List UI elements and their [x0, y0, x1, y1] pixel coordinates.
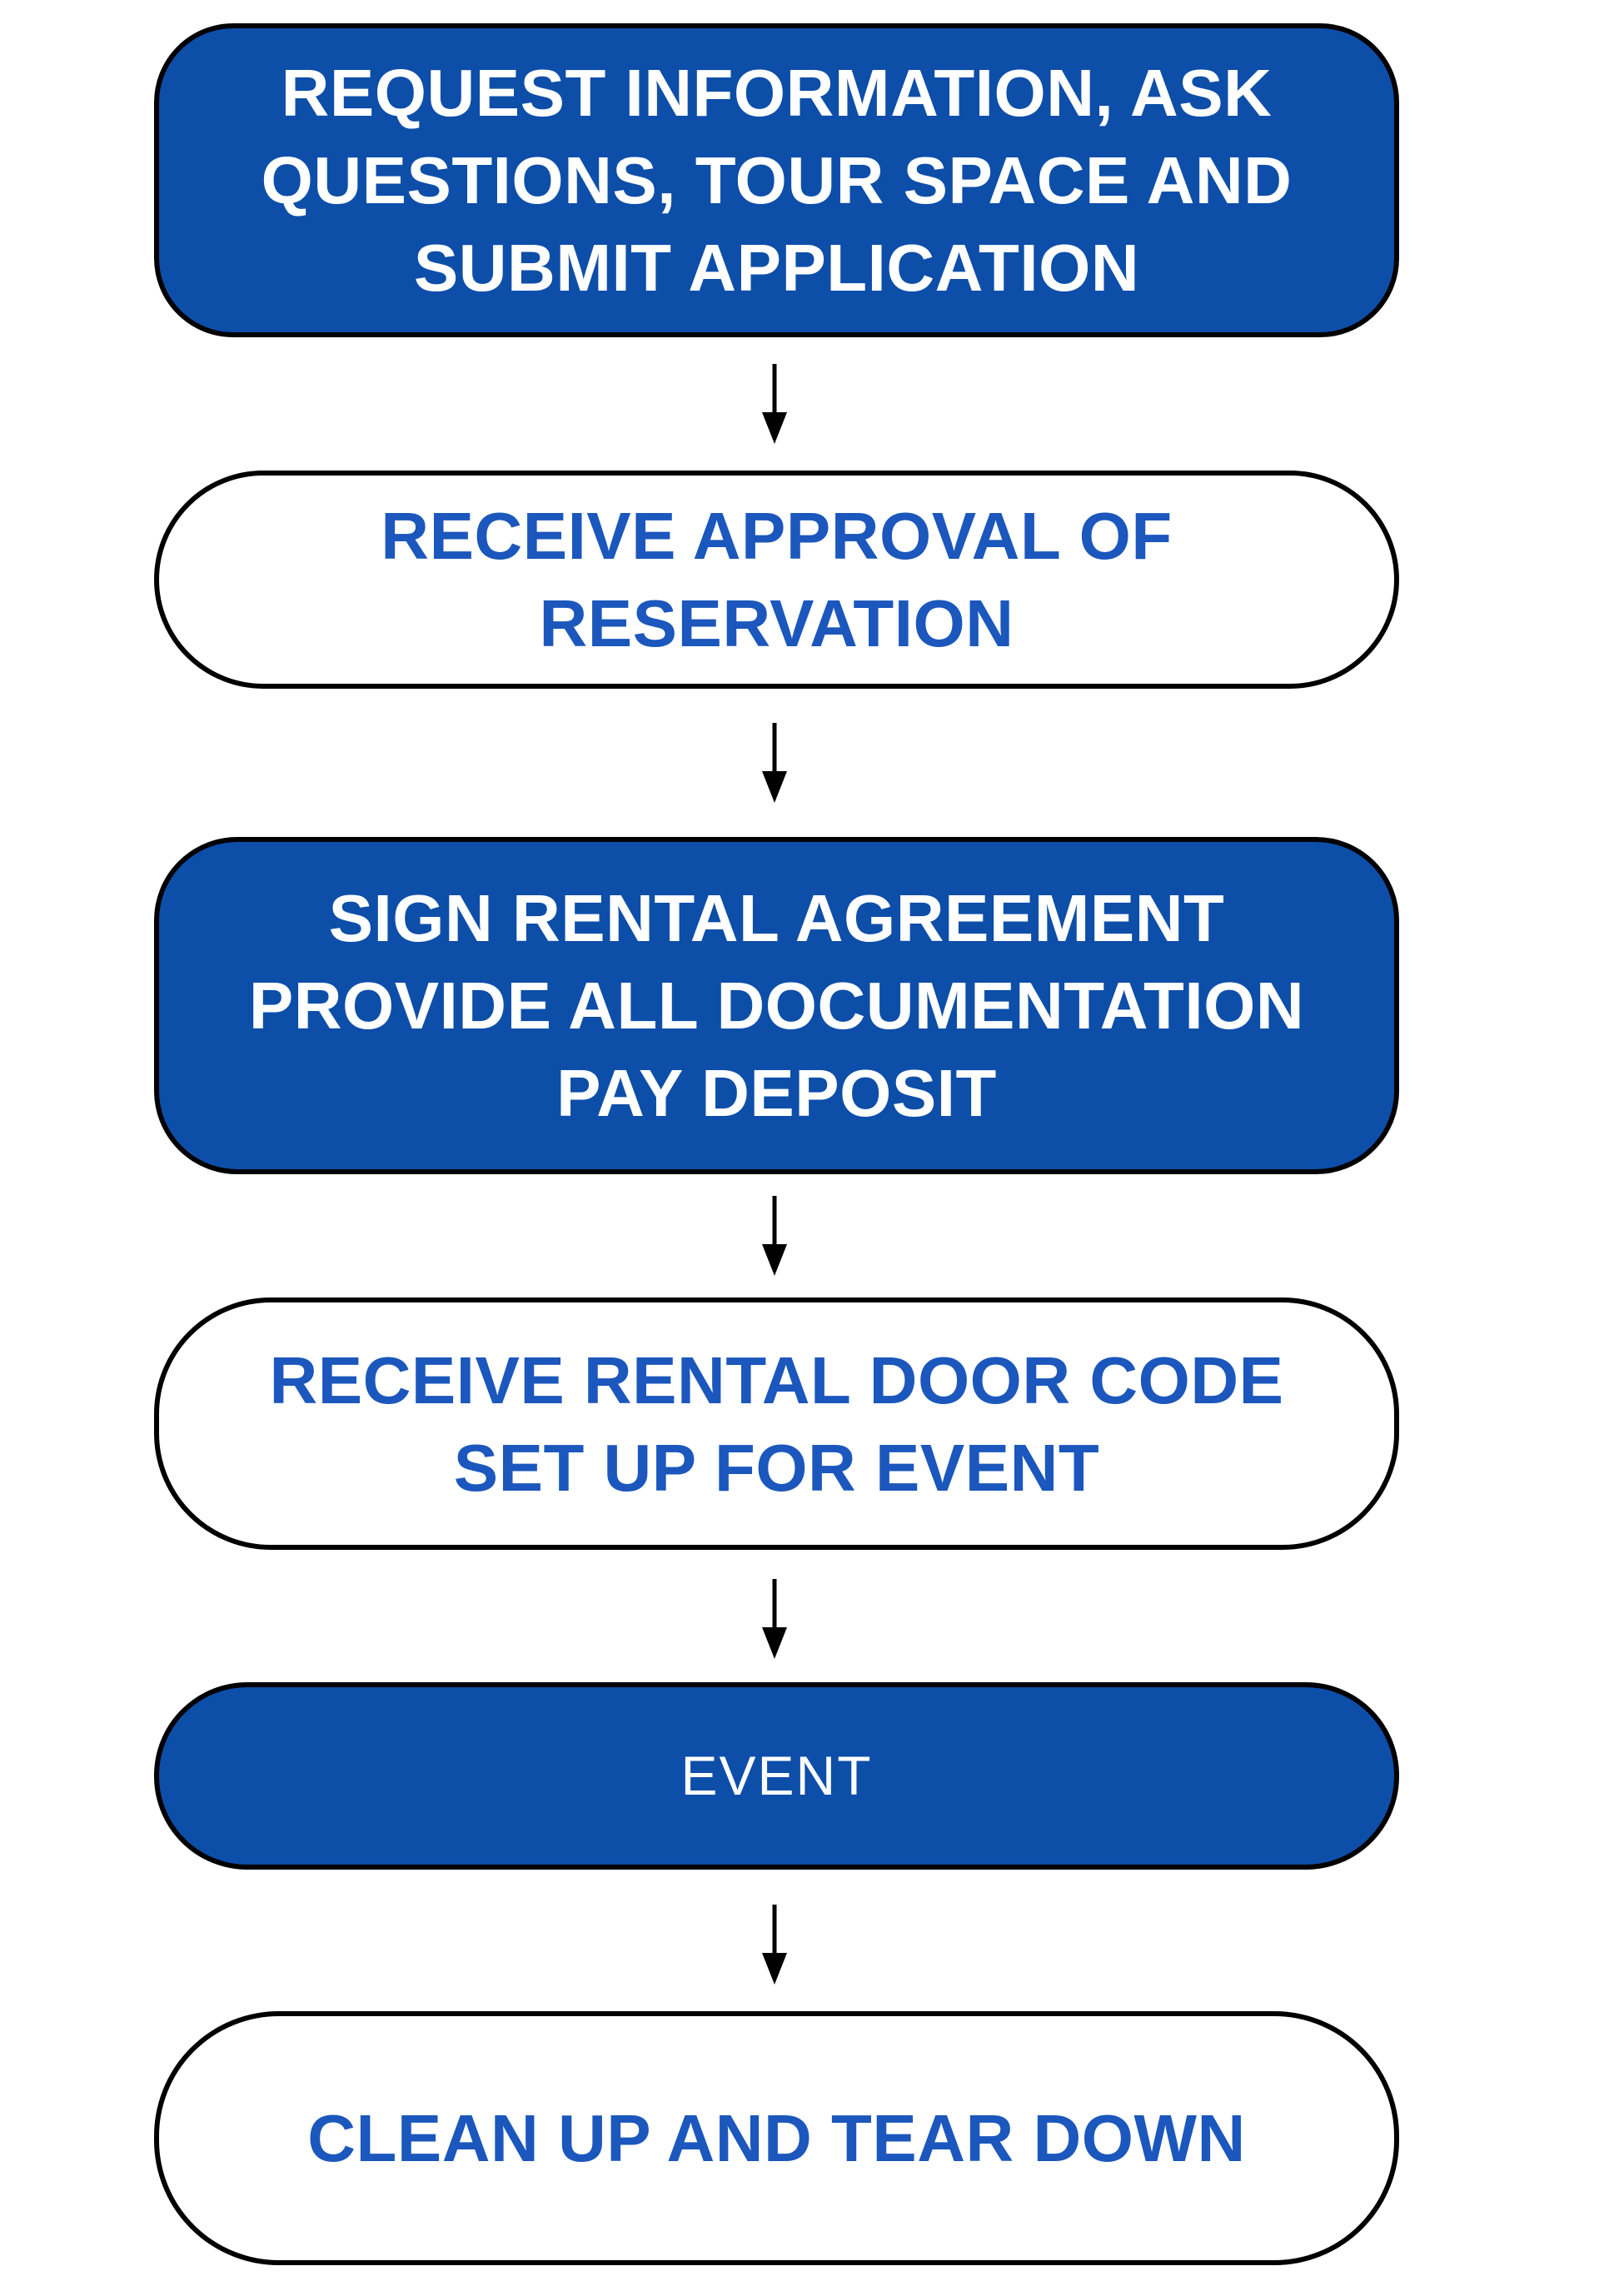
- flow-step-event: EVENT: [154, 1682, 1399, 1870]
- arrow-down-icon: [762, 723, 787, 803]
- flow-step-label-line: PAY DEPOSIT: [556, 1056, 997, 1130]
- flow-step-label-line: QUESTIONS, TOUR SPACE AND: [261, 143, 1293, 217]
- flow-step-receive-door-code: RECEIVE RENTAL DOOR CODE SET UP FOR EVEN…: [154, 1297, 1399, 1550]
- flow-step-label-line: SET UP FOR EVENT: [453, 1430, 1100, 1505]
- flow-step-sign-rental-agreement: SIGN RENTAL AGREEMENT PROVIDE ALL DOCUME…: [154, 837, 1399, 1174]
- flow-step-request-info: REQUEST INFORMATION, ASK QUESTIONS, TOUR…: [154, 23, 1399, 337]
- flow-step-label-line: RESERVATION: [539, 586, 1014, 660]
- flow-step-receive-approval: RECEIVE APPROVAL OF RESERVATION: [154, 471, 1399, 689]
- flow-step-label-line: EVENT: [680, 1745, 873, 1806]
- flow-step-label-line: RECEIVE APPROVAL OF: [381, 499, 1173, 573]
- flow-step-label-line: CLEAN UP AND TEAR DOWN: [307, 2101, 1246, 2175]
- flow-step-label-line: REQUEST INFORMATION, ASK: [281, 56, 1273, 130]
- flow-step-label-line: PROVIDE ALL DOCUMENTATION: [248, 969, 1305, 1043]
- arrow-down-icon: [762, 364, 787, 444]
- flow-step-label-line: SUBMIT APPLICATION: [413, 231, 1140, 305]
- arrow-down-icon: [762, 1579, 787, 1659]
- arrow-down-icon: [762, 1196, 787, 1276]
- arrow-down-icon: [762, 1905, 787, 1985]
- flow-step-label-line: RECEIVE RENTAL DOOR CODE: [269, 1342, 1284, 1417]
- flow-step-clean-up: CLEAN UP AND TEAR DOWN: [154, 2011, 1399, 2265]
- flow-step-label-line: SIGN RENTAL AGREEMENT: [328, 881, 1225, 955]
